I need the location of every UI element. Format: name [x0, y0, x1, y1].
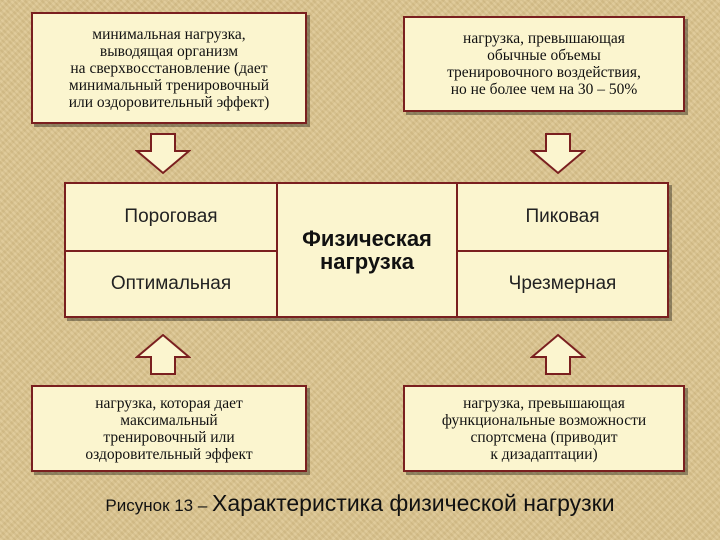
bottom-right-description: нагрузка, превышающая функциональные воз…: [403, 385, 685, 472]
top-right-description: нагрузка, превышающая обычные объемы тре…: [403, 16, 685, 112]
caption-prefix: Рисунок 13 –: [105, 496, 213, 515]
arrow-down-icon: [135, 133, 191, 175]
cell-excessive: Чрезмерная: [456, 252, 667, 316]
caption-title: Характеристика физической нагрузки: [212, 490, 615, 516]
center-title: Физическая нагрузка: [302, 226, 432, 274]
arrow-down-icon: [530, 133, 586, 175]
bottom-left-description: нагрузка, которая дает максимальный трен…: [31, 385, 307, 472]
figure-caption: Рисунок 13 – Характеристика физической н…: [0, 490, 720, 517]
arrow-up-icon: [530, 333, 586, 375]
cell-peak: Пиковая: [456, 184, 667, 252]
arrow-up-icon: [135, 333, 191, 375]
load-types-table: Пороговая Оптимальная Физическая нагрузк…: [64, 182, 669, 318]
cell-optimal: Оптимальная: [66, 252, 278, 316]
cell-threshold: Пороговая: [66, 184, 278, 252]
top-left-description: минимальная нагрузка, выводящая организм…: [31, 12, 307, 124]
